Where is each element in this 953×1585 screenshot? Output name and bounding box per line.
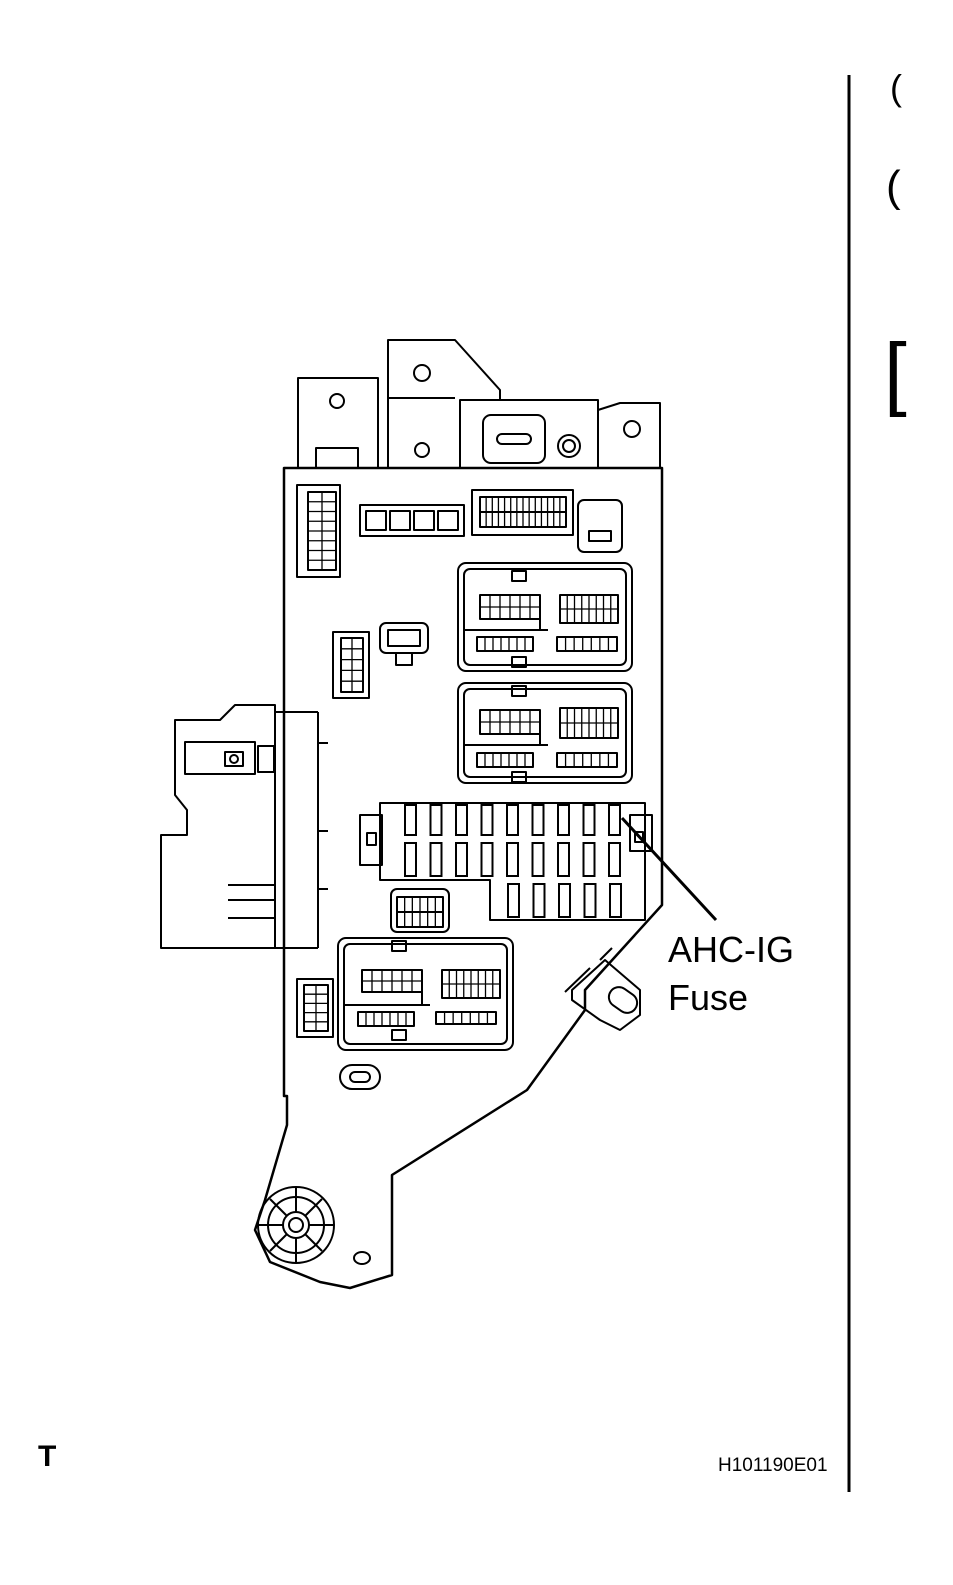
fuse-slot-top — [506, 804, 519, 836]
fuse-slot-middle — [608, 842, 621, 877]
fuse-slot-top — [557, 804, 570, 836]
fuse-slots — [404, 804, 622, 918]
connector-large-3 — [337, 937, 514, 1051]
connector-large-1 — [457, 562, 633, 672]
fuse-slot-top — [429, 804, 443, 836]
fuse-slot-bottom — [583, 883, 597, 918]
lower-right-tab — [564, 947, 641, 1031]
top-brackets — [297, 339, 661, 468]
fuse-slot-middle — [506, 842, 519, 877]
corner-mark: T — [38, 1440, 57, 1473]
connector-mid-left — [332, 631, 370, 699]
connector-pins — [304, 492, 618, 1031]
fuse-slot-middle — [582, 842, 596, 877]
fuse-slot-top — [480, 804, 494, 836]
fuse-slot-top — [404, 804, 417, 836]
fuse-slot-middle — [404, 842, 417, 877]
bottom-oval-hole — [339, 1064, 381, 1090]
callout-label-line1: AHC-IG — [668, 929, 794, 970]
fuse-slot-middle — [531, 842, 545, 877]
margin-fragment: ( — [886, 162, 901, 211]
connector-large-2 — [457, 682, 633, 784]
fuse-slot-bottom — [507, 883, 520, 918]
fuse-slot-middle — [455, 842, 468, 877]
fuse-slot-middle — [429, 842, 443, 877]
left-side-connector — [160, 704, 328, 949]
lower-mount-boss — [257, 1186, 371, 1265]
fuse-slot-top — [531, 804, 545, 836]
fuse-slot-top — [455, 804, 468, 836]
fuse-slot-bottom — [558, 883, 571, 918]
connector-lower-left — [296, 978, 334, 1038]
fuse-slot-bottom — [532, 883, 546, 918]
fuse-slot-top — [608, 804, 621, 836]
fuse-slot-top — [582, 804, 596, 836]
connector-top-small — [359, 504, 465, 537]
housing-outline — [253, 466, 664, 1290]
margin-fragment: ( — [890, 67, 902, 108]
callout-leader — [620, 816, 718, 922]
margin-fragment: [ — [884, 327, 907, 418]
fuse-slot-middle — [480, 842, 494, 877]
figure-code: H101190E01 — [718, 1455, 828, 1476]
fuse-slot-bottom — [609, 883, 622, 918]
fuse-block — [359, 802, 653, 921]
fuse-slot-middle — [557, 842, 570, 877]
connector-mid-center — [379, 622, 429, 666]
callout-label-line2: Fuse — [668, 977, 749, 1018]
connector-top-right — [577, 499, 623, 553]
